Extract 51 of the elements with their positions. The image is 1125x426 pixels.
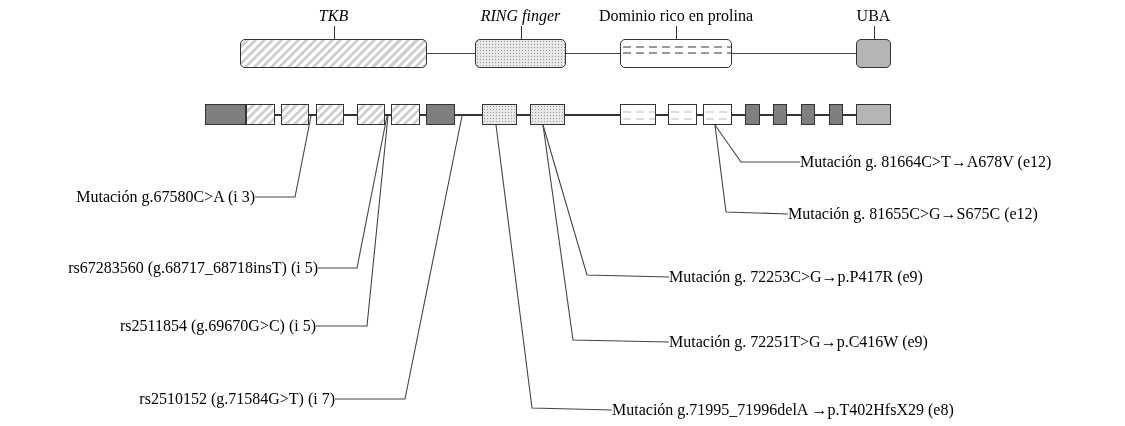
intron-line (455, 114, 482, 116)
exon-box (703, 104, 732, 125)
intron-line (732, 114, 745, 116)
variant-label: Mutación g. 72251T>G→p.C416W (e9) (669, 332, 928, 352)
exon-box (801, 104, 815, 125)
exon-box (281, 104, 309, 125)
leader-line (334, 115, 463, 400)
leader-line (315, 115, 389, 327)
variant-label: Mutación g.71995_71996delA →p.T402HfsX29 (e8) (612, 400, 954, 420)
variant-label: Mutación g. 81655C>G→S675C (e12) (788, 204, 1038, 224)
intron-line (517, 114, 530, 116)
variant-label: Mutación g. 81664C>T→A678V (e12) (800, 152, 1052, 172)
domain-label: Dominio rico en prolina (598, 6, 754, 26)
intron-line (565, 114, 620, 116)
leader-line (714, 124, 801, 163)
linker-line (731, 52, 857, 55)
intron-line (656, 114, 668, 116)
exon-box (745, 104, 760, 125)
intron-line (843, 114, 856, 116)
exon-box (482, 104, 517, 125)
linker-line (426, 52, 476, 55)
linker-line (565, 52, 621, 55)
leader-line (714, 124, 789, 215)
exon-box (773, 104, 787, 125)
exon-box (856, 104, 891, 125)
variant-label: rs2511854 (g.69670G>C) (i 5) (120, 316, 316, 336)
variant-label: Mutación g.67580C>A (i 3) (76, 187, 255, 207)
variant-label: Mutación g. 72253C>G→p.P417R (e9) (669, 267, 923, 287)
exon-box (668, 104, 697, 125)
variant-label: rs67283560 (g.68717_68718insT) (i 5) (68, 258, 318, 278)
intron-line (760, 114, 773, 116)
exon-box (205, 104, 246, 125)
exon-box (620, 104, 656, 125)
exon-box (357, 104, 385, 125)
leader-line (542, 124, 670, 343)
exon-box (426, 104, 455, 125)
domain-label: UBA (856, 6, 891, 26)
exon-box (530, 104, 565, 125)
leader-line (254, 115, 312, 198)
exon-box (829, 104, 843, 125)
intron-line (787, 114, 801, 116)
domain-label: RING finger (480, 6, 561, 26)
exon-box (391, 104, 420, 125)
exon-box (246, 104, 275, 125)
intron-line (815, 114, 829, 116)
leader-line (495, 124, 613, 411)
leader-line (317, 115, 388, 269)
variant-label: rs2510152 (g.71584G>T) (i 7) (139, 389, 335, 409)
intron-line (344, 114, 357, 116)
domain-label: TKB (318, 6, 349, 26)
exon-box (316, 104, 344, 125)
